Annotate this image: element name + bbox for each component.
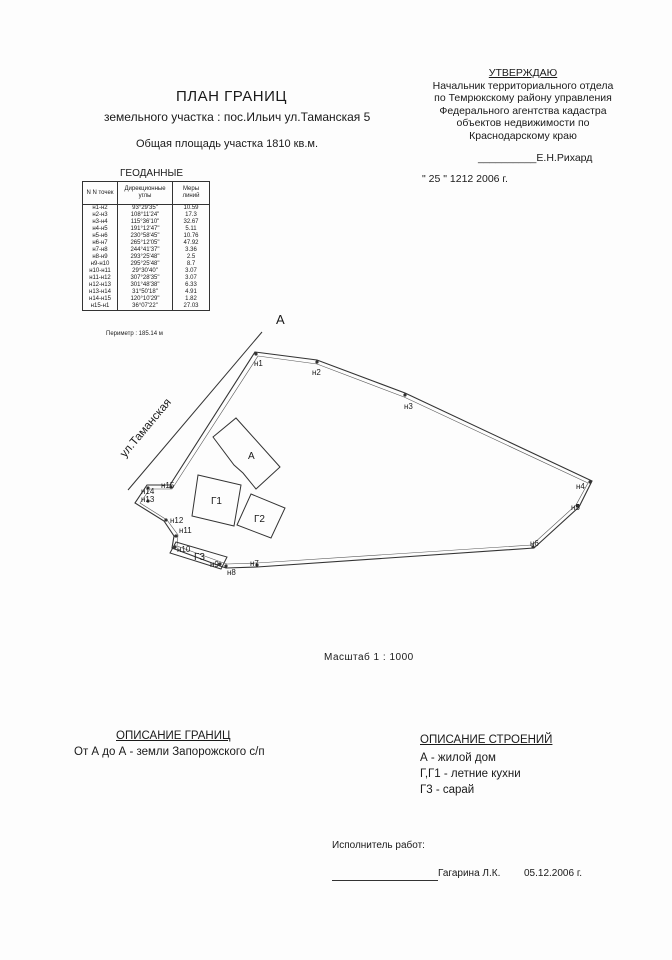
point-label-n10: н10 (177, 545, 191, 554)
point-label-n4: н4 (576, 482, 585, 491)
approval-line-1: Начальник территориального отдела (432, 79, 614, 92)
point-label-n5: н5 (571, 503, 580, 512)
plot-boundary-inner (139, 355, 589, 565)
approval-signatory: __________Е.Н.Рихард (478, 152, 593, 164)
executor-signature-line (332, 880, 438, 881)
building-label-g2: Г2 (254, 514, 265, 525)
geodata-cell-length: 10.76 (172, 233, 210, 240)
approval-line-4: объектов недвижимости по (456, 117, 590, 129)
building-a-outline (212, 417, 281, 490)
geodata-cell-length: 2.5 (172, 254, 210, 261)
building-label-a: А (248, 451, 255, 462)
geodata-cell-length: 10.59 (172, 204, 210, 212)
point-label-n6: н6 (530, 539, 539, 548)
geodata-table: N N точек Дирекционные углы Меры линий н… (82, 181, 210, 311)
building-g3-outline (169, 541, 228, 570)
geodata-cell-length: 3.07 (172, 275, 210, 282)
executor-date: 05.12.2006 г. (524, 868, 583, 879)
building-label-g1: Г1 (211, 496, 222, 507)
geodata-col-angles: Дирекционные углы (117, 181, 173, 205)
geodata-cell-length: 8.7 (172, 261, 210, 268)
perimeter: Периметр : 185.14 м (106, 331, 163, 337)
geodata-cell-length: 32.67 (172, 219, 210, 226)
plot-address: земельного участка : пос.Ильич ул.Таманс… (104, 110, 371, 124)
point-label-n14: н14 (141, 487, 155, 496)
geodata-col-points: N N точек (82, 181, 118, 205)
boundaries-text: От А до А - земли Запорожского с/п (74, 746, 265, 758)
point-label-n7: н7 (250, 559, 259, 568)
point-a-label: А (276, 312, 285, 327)
geodata-cell-length: 5.11 (172, 226, 210, 233)
point-label-n9: н9 (210, 560, 219, 569)
approval-date: " 25 " 1212 2006 г. (422, 172, 508, 185)
geodata-cell-length: 6.33 (172, 282, 210, 289)
building-desc-item: Г,Г1 - летние кухни (420, 768, 521, 780)
plan-scale: Масштаб 1 : 1000 (324, 652, 414, 663)
page-title: ПЛАН ГРАНИЦ (176, 88, 287, 105)
approval-line-3: Федерального агентства кадастра (439, 104, 607, 117)
point-label-n1: н1 (254, 359, 263, 368)
point-label-n13: н13 (141, 495, 155, 504)
point-label-n11: н11 (179, 526, 192, 535)
approval-heading: УТВЕРЖДАЮ (488, 67, 558, 79)
executor-name: Гагарина Л.К. (438, 868, 501, 879)
vertex-markers (146, 352, 592, 568)
geodata-col-lengths: Меры линий (172, 181, 210, 205)
executor-label: Исполнитель работ: (332, 840, 425, 851)
point-label-n2: н2 (312, 368, 321, 377)
street-label: ул.Таманская (118, 397, 174, 460)
buildings-title: ОПИСАНИЕ СТРОЕНИЙ (420, 734, 553, 746)
approval-line-5: Краснодарскому краю (469, 129, 577, 142)
geodata-title: ГЕОДАННЫЕ (120, 168, 184, 179)
boundaries-title: ОПИСАНИЕ ГРАНИЦ (116, 730, 231, 742)
geodata-cell-length: 47.92 (172, 240, 210, 247)
building-desc-item: А - жилой дом (420, 752, 496, 764)
building-g2-outline (236, 493, 286, 539)
building-label-g3: Г3 (194, 552, 205, 563)
plot-area: Общая площадь участка 1810 кв.м. (136, 138, 318, 150)
geodata-cell-length: 3.07 (172, 268, 210, 275)
point-label-n3: н3 (404, 402, 413, 411)
point-label-n8: н8 (227, 568, 236, 577)
geodata-cell-length: 4.91 (172, 289, 210, 296)
building-desc-item: Г3 - сарай (420, 784, 475, 796)
approval-block: УТВЕРЖДАЮ Начальник территориального отд… (418, 67, 628, 185)
approval-line-2: по Темрюкскому району управления (434, 92, 612, 104)
street-line (127, 331, 263, 491)
geodata-cell-length: 17.3 (172, 212, 210, 219)
point-label-n15: н15 (161, 481, 175, 490)
geodata-cell-length: 27.03 (172, 303, 210, 311)
point-label-n12: н12 (170, 516, 184, 525)
geodata-cell-length: 1.82 (172, 296, 210, 303)
plot-boundary-outer (134, 351, 593, 569)
geodata-cell-length: 3.36 (172, 247, 210, 254)
building-g1-outline (191, 474, 242, 527)
